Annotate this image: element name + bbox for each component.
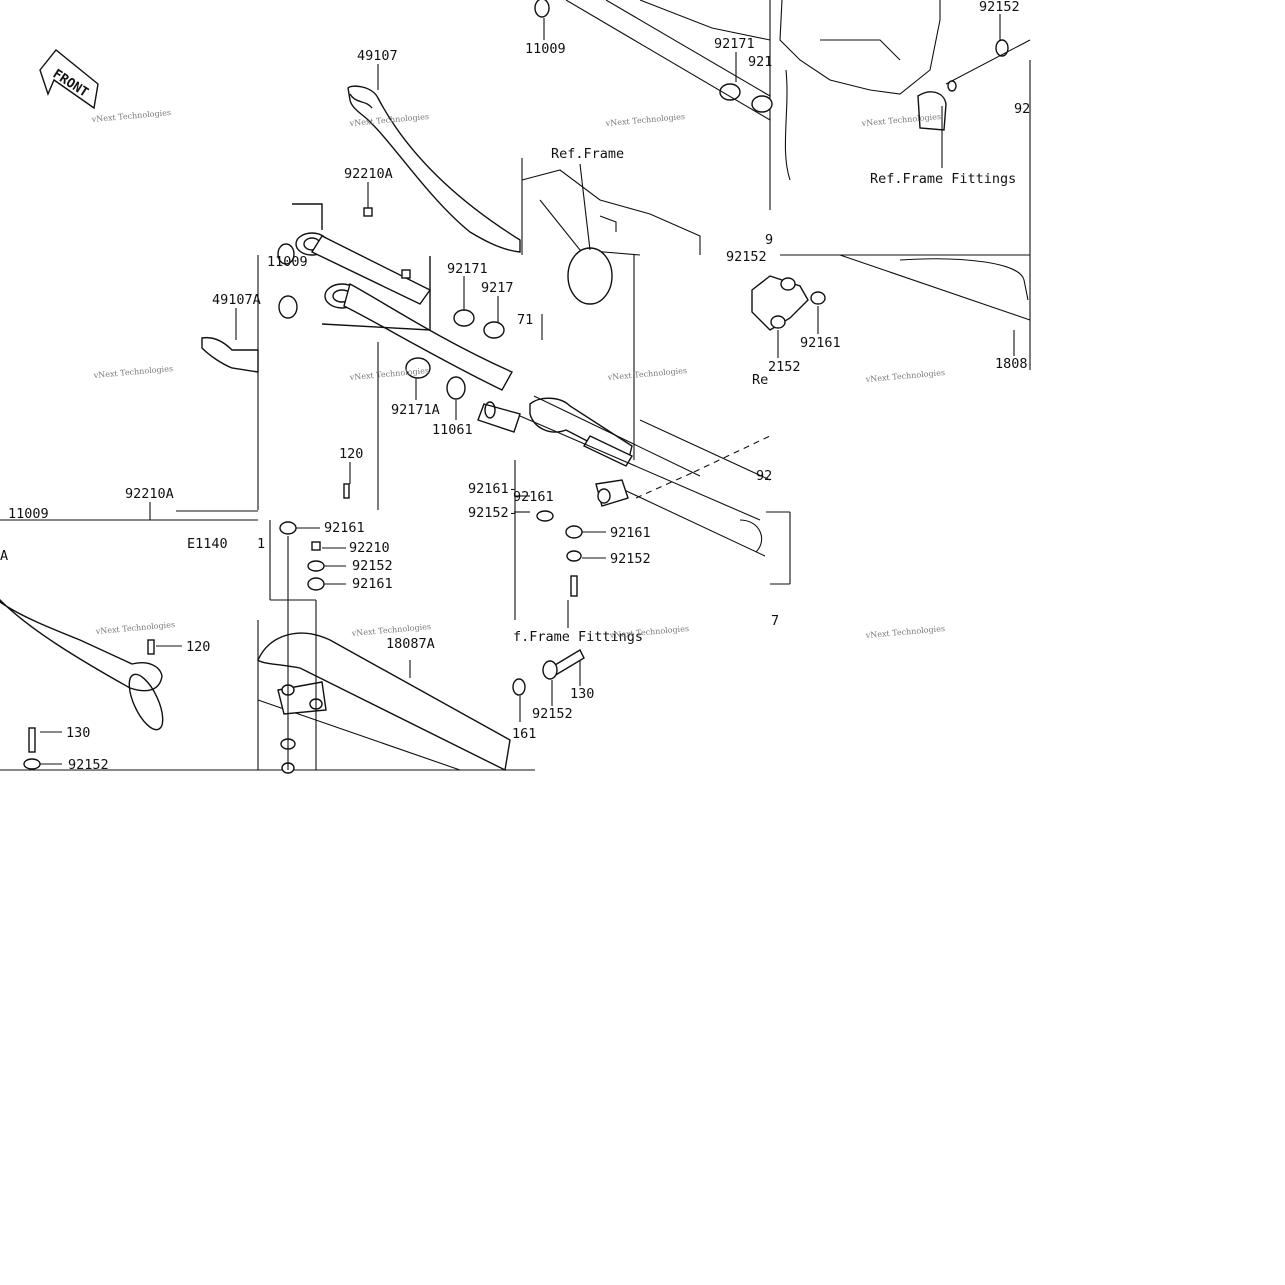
label-120-lower: 120 (186, 639, 210, 655)
label-92161-a: 92161 (324, 520, 365, 536)
label-1-cut: 1 (257, 536, 265, 552)
watermark-9: vNext Technologies (94, 620, 175, 636)
label-92171-top: 92171 (714, 36, 755, 52)
label-130-mid: 130 (570, 686, 594, 702)
part-labels: 49107 11009 92171 921 92152 92 Ref.Frame… (0, 0, 1030, 773)
muffler-18087A (257, 632, 511, 772)
heat-shield-49107A (201, 336, 259, 373)
label-92210A-upper: 92210A (344, 166, 393, 182)
watermark-11: vNext Technologies (608, 624, 689, 640)
label-92152-dash: 92152- (468, 505, 517, 521)
panel-borders (0, 0, 1031, 771)
label-9-cut: 9 (765, 232, 773, 248)
gasket-11009 (277, 0, 550, 319)
watermark-6: vNext Technologies (348, 366, 429, 382)
label-11009-mid: 11009 (267, 254, 308, 270)
label-11061: 11061 (432, 422, 473, 438)
label-ref-frame: Ref.Frame (551, 146, 624, 162)
label-92-top: 92 (1014, 101, 1030, 117)
watermark-5: vNext Technologies (92, 364, 173, 380)
label-71: 71 (517, 312, 533, 328)
watermark-1: vNext Technologies (90, 108, 171, 124)
fasteners-center (512, 510, 585, 696)
muffler-center (519, 395, 771, 557)
watermark-7: vNext Technologies (606, 366, 687, 382)
watermark-12: vNext Technologies (864, 624, 945, 640)
label-ref-frame-fittings-top: Ref.Frame Fittings (870, 171, 1016, 187)
label-7-cut: 7 (771, 613, 779, 629)
label-9217-mid: 9217 (481, 280, 514, 296)
muffler-mount-right (751, 254, 1031, 331)
label-130-left: 130 (66, 725, 90, 741)
exhaust-pipe-upper (292, 203, 513, 391)
heat-shield-lower-left (0, 599, 164, 731)
watermark-3: vNext Technologies (604, 112, 685, 128)
label-92171-mid: 92171 (447, 261, 488, 277)
clamp-92171 (405, 83, 773, 379)
label-re-cut: Re (752, 372, 768, 388)
label-1808-cut: 1808 (995, 356, 1028, 372)
label-e1140: E1140 (187, 536, 228, 552)
label-92152-a: 92152 (352, 558, 393, 574)
label-92152-top: 92152 (979, 0, 1020, 15)
front-direction-badge: FRONT (39, 49, 99, 110)
muffler-bracket (595, 479, 629, 507)
heat-shield-49107 (347, 85, 521, 253)
leader-lines (40, 14, 1015, 770)
label-11009-top: 11009 (525, 41, 566, 57)
label-92152-left: 92152 (68, 757, 109, 773)
label-a-cut: A (0, 548, 8, 564)
label-92161-b: 92161 (352, 576, 393, 592)
label-49107: 49107 (357, 48, 398, 64)
label-92171A: 92171A (391, 402, 440, 418)
watermark-8: vNext Technologies (864, 368, 945, 384)
label-11009-lower-cut: 11009 (8, 506, 49, 522)
frame-ref-center (521, 169, 701, 305)
label-2152-right: 2152 (768, 359, 801, 375)
watermarks: vNext Technologies vNext Technologies vN… (90, 108, 945, 640)
label-92-cut-mid: 92 (756, 468, 772, 484)
label-120-upper: 120 (339, 446, 363, 462)
label-92152-right-cut: 92152 (726, 249, 767, 265)
label-49107A: 49107A (212, 292, 261, 308)
exhaust-pipe-top (565, 0, 771, 121)
label-92161-d: 92161 (610, 525, 651, 541)
label-18087A: 18087A (386, 636, 435, 652)
label-92210: 92210 (349, 540, 390, 556)
label-92161-right: 92161 (800, 335, 841, 351)
label-ref-frame-fittings-mid: f.Frame Fittings (513, 629, 643, 645)
collar-11061 (446, 376, 521, 433)
label-92161-c: 92161 (513, 489, 554, 505)
label-92210A-lower: 92210A (125, 486, 174, 502)
label-921-top: 921 (748, 54, 772, 70)
label-92152-mid: 92152 (532, 706, 573, 722)
frame-ref-top-right (779, 0, 1031, 181)
label-92152-b: 92152 (610, 551, 651, 567)
label-92161-dash: 92161- (468, 481, 517, 497)
label-161-cut: 161 (512, 726, 536, 742)
